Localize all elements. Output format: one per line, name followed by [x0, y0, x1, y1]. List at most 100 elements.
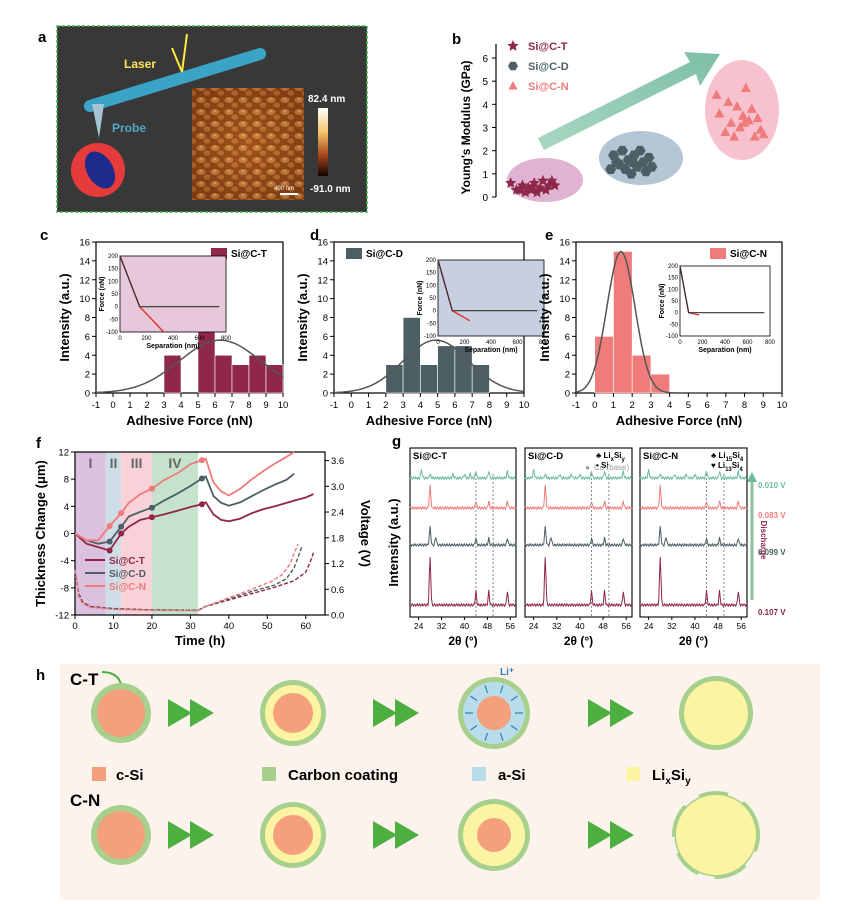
y-tick-label: 4	[482, 100, 488, 111]
legend-swatch	[346, 248, 362, 259]
triangle-point	[714, 108, 725, 118]
xrd-pattern	[524, 525, 633, 548]
inset-x-label: Separation (nm)	[464, 347, 517, 354]
y-tick-label: 16	[559, 238, 570, 249]
row-ct-label: C-T	[70, 670, 99, 689]
region-band	[121, 452, 152, 615]
panel-h-legend: c-Si Carbon coating a-Si LixSiy	[92, 767, 691, 787]
xrd-frame	[524, 447, 633, 618]
lixsiy-y: y	[685, 776, 691, 787]
y-tick-label: 10	[317, 294, 328, 305]
y-tick-label: 2	[85, 370, 90, 381]
y2-tick-label: 0.0	[331, 611, 344, 622]
legend-label: Si@C-T	[109, 556, 145, 567]
y-tick-label: 16	[79, 238, 90, 249]
inset-y-tick: 150	[108, 267, 119, 273]
legend-part-sub: 15	[726, 457, 733, 463]
y-tick-label: 0	[323, 389, 328, 400]
y-tick-label: 14	[559, 256, 570, 267]
legend-label: Si@C-N	[528, 81, 569, 93]
chevron-icon	[610, 821, 634, 849]
x-tick-label: 3	[161, 400, 166, 411]
legend-marker	[507, 40, 519, 51]
thickness-point	[148, 504, 155, 511]
x-tick-label: 2	[144, 400, 149, 411]
y-tick-label: -4	[61, 556, 69, 567]
x-tick-label: 9	[263, 400, 268, 411]
y-tick-label: -12	[55, 611, 69, 622]
xrd-pattern	[639, 557, 748, 608]
y2-tick-label: 3.0	[331, 482, 344, 493]
y-axis-label: Intensity (a.u.)	[295, 273, 310, 361]
histogram-bar	[594, 336, 614, 394]
x-tick-label: 50	[262, 621, 273, 632]
hexagon-point	[643, 152, 655, 163]
cu-label: Cu (base)	[594, 463, 629, 472]
si-core	[97, 689, 145, 737]
legend-label: ♥ Li13Si4	[711, 461, 743, 473]
histogram-bar	[402, 317, 421, 394]
cu-marker-icon: ●	[585, 463, 590, 472]
triangle-point	[711, 89, 722, 99]
y-axis-label: Thickness Change (μm)	[33, 460, 48, 607]
crack-gap	[669, 836, 679, 855]
inset-x-tick: 400	[720, 340, 731, 346]
histogram-bar	[248, 354, 267, 394]
x-tick-label: 8	[246, 400, 251, 411]
x-tick-label: 56	[736, 621, 746, 631]
thickness-line	[74, 472, 295, 545]
y2-tick-label: 1.2	[331, 559, 344, 570]
triangle-point	[758, 128, 769, 139]
y-tick-label: 4	[323, 351, 328, 362]
chevron-icon	[395, 699, 419, 727]
y-tick-label: 4	[565, 351, 570, 362]
crack-gap	[696, 872, 715, 882]
legend-label: Si@C-D	[528, 61, 569, 73]
x-tick-label: 9	[761, 400, 766, 411]
x-tick-label: 56	[621, 621, 631, 631]
x-tick-label: 6	[452, 400, 457, 411]
xrd-pattern	[639, 484, 748, 511]
si-core	[97, 811, 145, 859]
inset-x-tick: 800	[765, 340, 776, 346]
x-tick-label: 24	[529, 621, 539, 631]
x-tick-label: 10	[278, 400, 289, 411]
legend-swatch	[710, 248, 726, 259]
inset-frame	[679, 265, 771, 337]
legend-label: Si@C-N	[730, 249, 767, 260]
panel-f-letter: f	[36, 435, 42, 452]
y-tick-label: 12	[58, 448, 69, 459]
inset-y-tick: 50	[429, 296, 436, 302]
x-tick-label: -1	[330, 400, 338, 411]
legend-label: ♣ LixSiy	[596, 451, 626, 463]
xrd-pattern	[524, 484, 633, 511]
si-core	[273, 693, 313, 733]
histogram-bar	[437, 345, 456, 394]
inset-y-tick: 150	[426, 271, 437, 277]
inset-y-tick: 50	[111, 292, 118, 298]
chevron-icon	[588, 699, 612, 727]
legend-label: • Si	[596, 461, 609, 470]
inset-y-tick: 200	[668, 264, 679, 270]
hexagon-point	[646, 162, 658, 172]
star-point	[546, 174, 558, 186]
star-point	[549, 179, 561, 191]
panel-letter: e	[545, 227, 553, 244]
y2-tick-label: 0.6	[331, 585, 344, 596]
xrd-pattern	[409, 525, 517, 548]
x-tick-label: 48	[598, 621, 608, 631]
inset-y-tick: 100	[426, 283, 437, 289]
y-tick-label: 0	[482, 193, 488, 204]
y-axis-label: Intensity (a.u.)	[57, 273, 72, 361]
inset-y-tick: 50	[671, 299, 678, 305]
colorbar	[318, 108, 328, 176]
x-tick-label: 24	[414, 621, 424, 631]
inset-frame	[119, 255, 227, 333]
panel-g-letter: g	[392, 433, 401, 450]
inset-y-tick: -100	[666, 334, 679, 340]
x-tick-label: 40	[224, 621, 235, 632]
x-tick-label: 32	[552, 621, 562, 631]
x-tick-label: 5	[435, 400, 440, 411]
